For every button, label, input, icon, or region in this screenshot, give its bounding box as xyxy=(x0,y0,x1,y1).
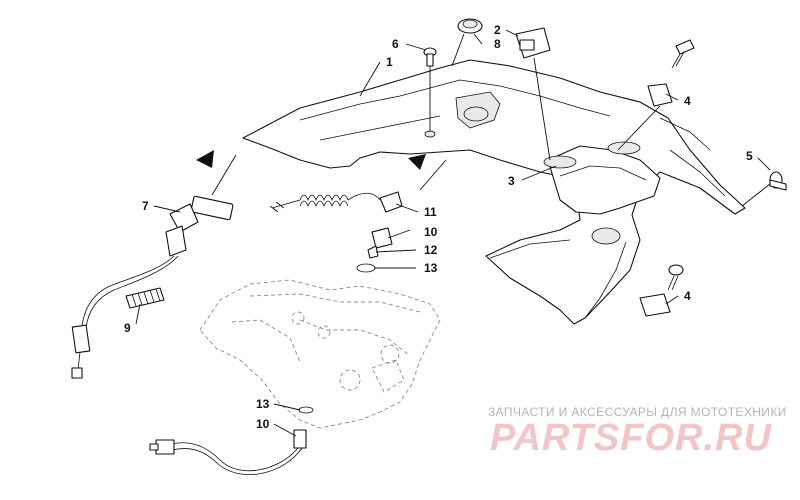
callout-1: 1 xyxy=(386,55,393,69)
watermark-subtitle: ЗАПЧАСТИ И АКСЕССУАРЫ ДЛЯ МОТОТЕХНИКИ xyxy=(488,405,787,419)
callout-9: 9 xyxy=(124,321,131,335)
assembly-arrow-left xyxy=(196,150,214,168)
callout-13a: 13 xyxy=(424,261,438,275)
callout-10b: 10 xyxy=(256,417,270,431)
ring-13-upper xyxy=(356,263,376,273)
callout-7: 7 xyxy=(142,199,149,213)
callout-4b: 4 xyxy=(684,289,691,303)
callout-13b: 13 xyxy=(256,397,270,411)
lower-harness xyxy=(149,406,314,475)
dash-panel xyxy=(242,59,746,325)
callout-8: 8 xyxy=(494,37,501,51)
push-rivet xyxy=(741,171,787,207)
spring-tether xyxy=(269,191,403,213)
clip-upper xyxy=(617,39,695,151)
clip-lower xyxy=(639,264,684,317)
pin-12 xyxy=(367,245,379,259)
callout-2: 2 xyxy=(494,23,501,37)
callout-4a: 4 xyxy=(684,94,691,108)
relay-connector xyxy=(515,27,551,161)
ignition-switch-assembly xyxy=(71,195,234,379)
assembly-arrow-center xyxy=(408,154,426,170)
watermark-brand: PARTSFOR.RU xyxy=(490,417,772,459)
corrugated-sleeve xyxy=(125,287,165,309)
ghost-console-frame xyxy=(199,279,441,429)
grommet-upper xyxy=(371,227,393,249)
round-cap xyxy=(451,18,483,67)
callout-12: 12 xyxy=(424,243,438,257)
callout-11: 11 xyxy=(424,205,437,219)
callout-10a: 10 xyxy=(424,225,438,239)
callout-6: 6 xyxy=(392,37,399,51)
screw-6 xyxy=(423,47,437,132)
callout-3: 3 xyxy=(508,174,515,188)
callout-5: 5 xyxy=(746,149,753,163)
